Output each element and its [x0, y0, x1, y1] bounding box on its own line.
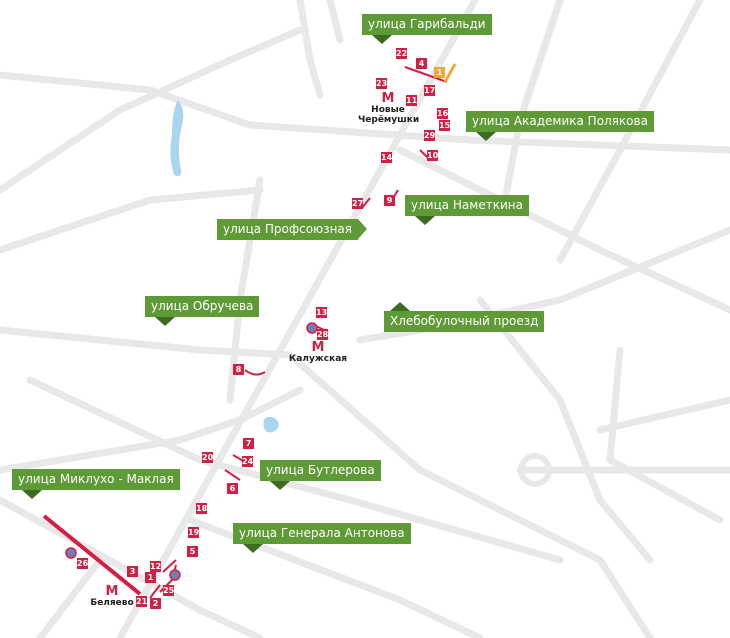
marker[interactable]: 15: [439, 120, 451, 131]
metro-icon: М: [105, 584, 119, 599]
label-text: улица Наметкина: [411, 198, 523, 212]
no-parking-icon: [169, 569, 181, 581]
marker[interactable]: 19: [188, 527, 200, 538]
marker[interactable]: 11: [406, 95, 418, 106]
marker[interactable]: 25: [163, 585, 175, 596]
label-text: улица Бутлерова: [266, 463, 375, 477]
label-text: улица Генерала Антонова: [239, 526, 405, 540]
street-label-profsoyuznaya: улица Профсоюзная: [217, 219, 367, 240]
marker[interactable]: 18: [196, 503, 208, 514]
marker[interactable]: 14: [381, 152, 393, 163]
label-text: улица Профсоюзная: [223, 222, 352, 236]
road-profsoyuznaya: [116, 0, 479, 638]
marker[interactable]: 1: [145, 572, 156, 583]
marker[interactable]: 10: [427, 150, 439, 161]
label-text: Хлебобулочный проезд: [390, 314, 539, 328]
metro-icon: М: [311, 340, 325, 355]
marker[interactable]: 6: [227, 483, 238, 494]
marker[interactable]: 5: [187, 546, 198, 557]
marker[interactable]: 12: [150, 561, 162, 572]
metro-name: Новые Черёмушки: [358, 105, 420, 125]
label-text: улица Обручева: [151, 299, 254, 313]
marker[interactable]: 16: [437, 108, 449, 119]
water-pond: [263, 416, 279, 433]
street-label-khlebobulochny: Хлебобулочный проезд: [384, 302, 545, 332]
street-label-obrucheva: улица Обручева: [145, 296, 260, 326]
label-text: улица Гарибальди: [368, 17, 486, 31]
metro-name: Калужская: [288, 354, 348, 364]
metro-icon: М: [381, 91, 395, 106]
marker[interactable]: 27: [352, 198, 364, 209]
marker[interactable]: 8: [233, 364, 244, 375]
metro-name: Беляево: [90, 598, 134, 608]
marker[interactable]: 28: [317, 329, 329, 340]
marker[interactable]: 21: [136, 596, 148, 607]
water-pond: [170, 100, 184, 177]
marker[interactable]: 17: [424, 85, 436, 96]
street-label-butlerova: улица Бутлерова: [260, 460, 381, 490]
marker[interactable]: 1: [434, 67, 445, 78]
marker[interactable]: 22: [396, 48, 408, 59]
closure-line-miklukho: [42, 514, 142, 596]
label-text: улица Миклухо - Маклая: [18, 472, 174, 486]
street-label-antonova: улица Генерала Антонова: [233, 523, 411, 553]
marker[interactable]: 26: [77, 558, 89, 569]
marker[interactable]: 20: [202, 452, 214, 463]
marker[interactable]: 4: [416, 58, 427, 69]
street-label-polyakova: улица Академика Полякова: [466, 111, 654, 141]
marker[interactable]: 24: [242, 456, 254, 467]
street-label-miklukho: улица Миклухо - Маклая: [12, 469, 180, 499]
marker[interactable]: 13: [316, 307, 328, 318]
no-parking-icon: [65, 547, 77, 559]
marker[interactable]: 3: [127, 566, 138, 577]
marker[interactable]: 9: [384, 195, 395, 206]
street-label-nametkina: улица Наметкина: [405, 195, 529, 225]
marker[interactable]: 29: [424, 130, 436, 141]
marker[interactable]: 2: [150, 598, 161, 609]
closure-line-garibaldi: [443, 63, 457, 83]
no-parking-icon: [306, 322, 318, 334]
label-text: улица Академика Полякова: [472, 114, 648, 128]
marker[interactable]: 23: [376, 78, 388, 89]
street-label-garibaldi: улица Гарибальди: [362, 14, 492, 44]
closure-line: [404, 66, 448, 83]
marker[interactable]: 7: [243, 438, 254, 449]
